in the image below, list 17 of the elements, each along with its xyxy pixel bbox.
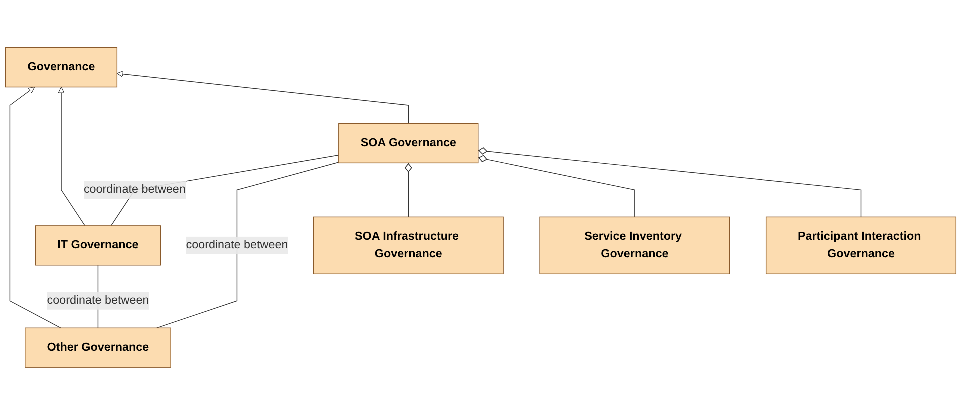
connector (478, 147, 862, 218)
edge-label: coordinate between (47, 294, 150, 307)
node-box: SOA Governance (338, 123, 479, 164)
node-box: Participant Interaction Governance (766, 216, 956, 274)
connector (156, 162, 340, 328)
connector (478, 155, 636, 218)
node-box: Governance (6, 47, 118, 88)
arrow (116, 70, 409, 124)
connector (405, 162, 412, 218)
edge-label: coordinate between (84, 183, 186, 196)
edge-label: coordinate between (186, 238, 288, 252)
node-box: Service Inventory Governance (540, 216, 730, 274)
node-box: Other Governance (25, 328, 172, 368)
node-box: SOA Infrastructure Governance (313, 216, 504, 274)
node-box: IT Governance (35, 225, 162, 266)
arrow (58, 86, 86, 226)
arrow (10, 86, 62, 328)
